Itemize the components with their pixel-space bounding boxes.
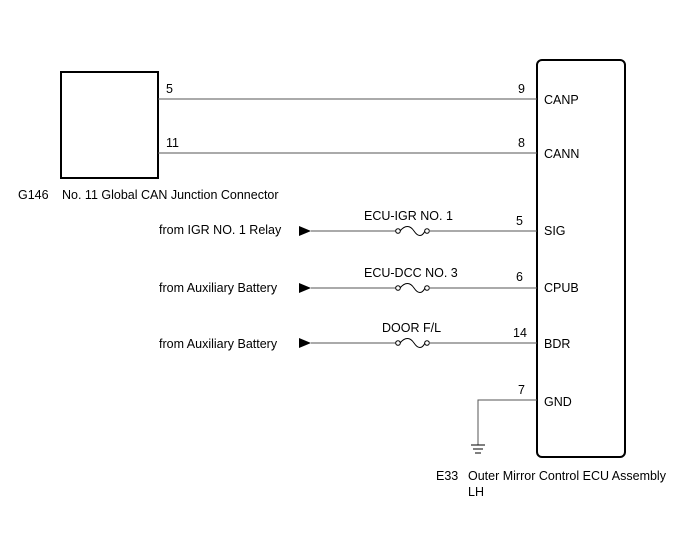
junction-connector-box (60, 71, 159, 179)
terminal-cpub: CPUB (544, 281, 579, 295)
arrow-icon (299, 338, 311, 348)
ecu-pin-sig: 5 (516, 214, 523, 228)
fuse-terminal (395, 285, 401, 291)
fuse-label-ecu-igr: ECU-IGR NO. 1 (364, 209, 453, 223)
fuse-terminal (395, 228, 401, 234)
ecu-pin-canp: 9 (518, 82, 525, 96)
terminal-canp: CANP (544, 93, 579, 107)
connector-code: G146 (18, 188, 49, 202)
terminal-gnd: GND (544, 395, 572, 409)
fuse-label-door-fl: DOOR F/L (382, 321, 441, 335)
terminal-bdr: BDR (544, 337, 570, 351)
arrow-icon (299, 283, 311, 293)
fuse-terminal (424, 340, 430, 346)
fuse-icon (399, 338, 426, 348)
terminal-cann: CANN (544, 147, 579, 161)
arrow-icon (299, 226, 311, 236)
fuse-icon (399, 226, 426, 236)
source-aux-battery-2: from Auxiliary Battery (159, 337, 278, 351)
source-aux-battery-1: from Auxiliary Battery (159, 281, 278, 295)
ecu-pin-bdr: 14 (513, 326, 527, 340)
ecu-code: E33 (436, 469, 458, 483)
ecu-name-line2: LH (468, 485, 484, 499)
terminal-sig: SIG (544, 224, 566, 238)
fuse-icon (399, 283, 426, 293)
ecu-box (536, 59, 626, 458)
g146-pin-11: 11 (166, 136, 179, 150)
fuse-terminal (424, 228, 430, 234)
fuse-terminal (424, 285, 430, 291)
ecu-pin-cann: 8 (518, 136, 525, 150)
gnd-wire (477, 399, 537, 445)
connector-name: No. 11 Global CAN Junction Connector (62, 188, 279, 202)
ecu-pin-cpub: 6 (516, 270, 523, 284)
g146-pin-5: 5 (166, 82, 173, 96)
source-igr-relay: from IGR NO. 1 Relay (159, 223, 282, 237)
ecu-name-line1: Outer Mirror Control ECU Assembly (468, 469, 667, 483)
ecu-pin-gnd: 7 (518, 383, 525, 397)
fuse-label-ecu-dcc: ECU-DCC NO. 3 (364, 266, 458, 280)
fuse-terminal (395, 340, 401, 346)
